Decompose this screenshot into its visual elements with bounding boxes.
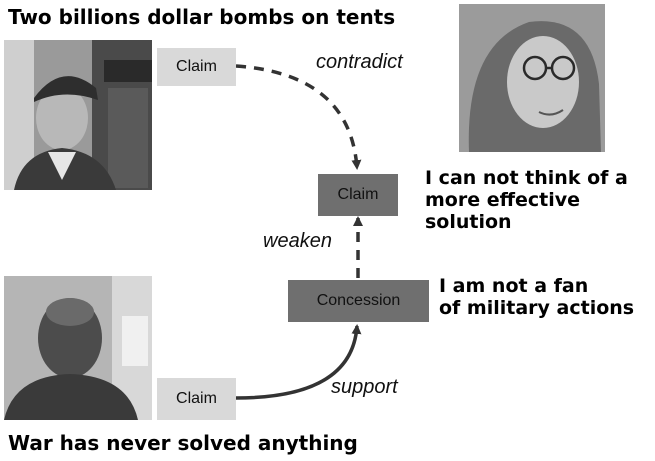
caption-woman-quote: I can not think of a more effective solu…	[425, 167, 628, 234]
relation-label-weaken: weaken	[263, 230, 332, 252]
speaker-photo-woman-glasses	[459, 4, 605, 152]
concession-node: Concession	[288, 280, 429, 322]
relation-label-support: support	[331, 376, 398, 398]
caption-concession-quote: I am not a fan of military actions	[439, 275, 635, 320]
contradict-arrow	[235, 64, 362, 170]
relation-label-contradict: contradict	[316, 51, 403, 73]
caption-concession-line-2: of military actions	[439, 296, 635, 319]
caption-woman-line-3: solution	[425, 210, 512, 233]
claim-node-bottom: Claim	[157, 378, 236, 420]
claim-node-center: Claim	[318, 174, 398, 216]
caption-woman-line-2: more effective	[425, 188, 581, 211]
claim-node-top: Claim	[157, 48, 236, 86]
caption-concession-line-1: I am not a fan	[439, 275, 589, 297]
speaker-photo-man-bald	[4, 276, 152, 420]
speaker-photo-man-cap	[4, 40, 152, 190]
top-caption: Two billions dollar bombs on tents	[8, 5, 396, 29]
bottom-caption: War has never solved anything	[8, 431, 358, 455]
caption-woman-line-1: I can not think of a	[425, 167, 628, 189]
